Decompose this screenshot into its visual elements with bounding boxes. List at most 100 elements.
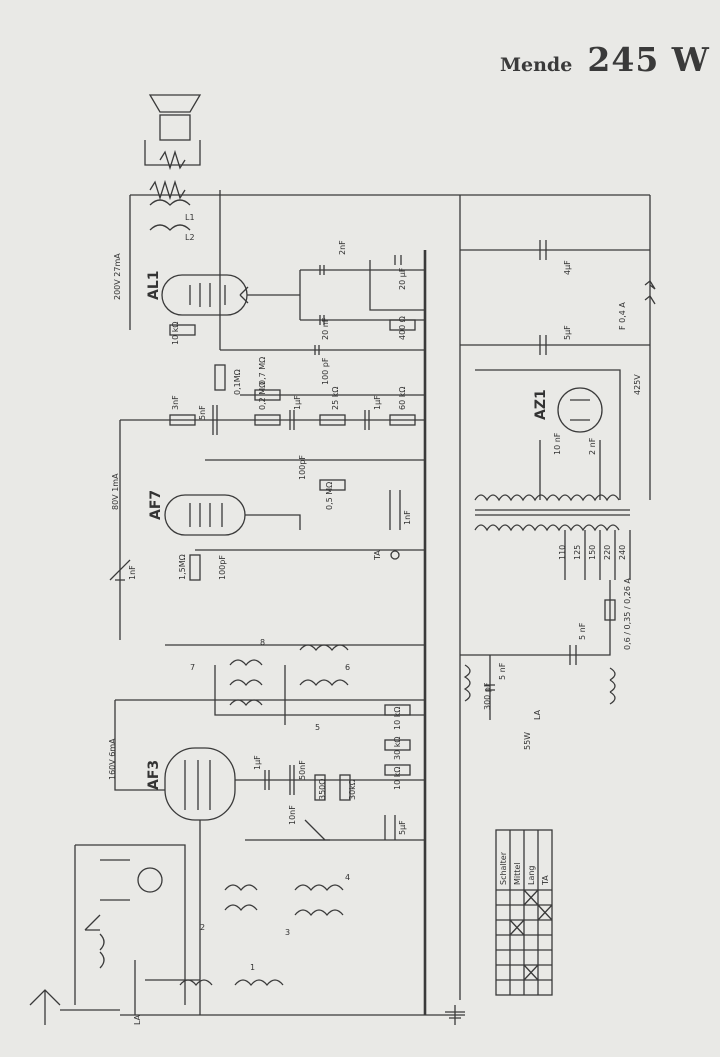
label-ta: TA	[373, 550, 382, 561]
r-05m	[319, 479, 346, 491]
switch-row-ta: TA	[541, 875, 550, 886]
label-c300pf: 300 pF	[483, 682, 492, 710]
tube-af7-label: AF7	[148, 490, 164, 520]
speaker-resistor	[159, 149, 186, 171]
label-r01m: 0,1MΩ	[233, 369, 242, 395]
label-c4uf: 4µF	[563, 260, 572, 275]
transformer-primary	[474, 524, 620, 532]
header: Mende 245 W	[500, 40, 710, 79]
c-5nf-ant	[485, 655, 495, 720]
osc-coil-2	[294, 884, 344, 892]
c-50nf	[289, 765, 295, 795]
coil-1	[299, 644, 349, 652]
af7-output	[245, 514, 301, 530]
tuning-cap-2	[300, 819, 330, 841]
al1-cathode	[239, 286, 249, 304]
coil-4	[229, 679, 263, 687]
ant-feed	[134, 960, 200, 1015]
label-r10k2: 10 kΩ	[393, 707, 402, 730]
label-c5nf3: 5 nF	[498, 662, 507, 680]
osc-coil-1	[224, 884, 258, 892]
r-10k-3	[384, 764, 411, 776]
tap-125: 125	[573, 545, 582, 560]
tap-110: 110	[558, 545, 567, 560]
coil-5	[229, 699, 263, 707]
label-c10nf: 10 nF	[553, 432, 562, 455]
label-c5uf: 5µF	[563, 325, 572, 340]
r-3m	[169, 414, 196, 426]
supply-al1: 200V 27mA	[113, 253, 122, 300]
label-r07m: 0,7 MΩ	[258, 357, 267, 385]
sw-8: 8	[260, 638, 265, 647]
tuning-cap	[109, 559, 131, 581]
label-c5uf2: 5µF	[398, 820, 407, 835]
coil-3	[299, 679, 349, 687]
mains-coil	[609, 667, 616, 705]
label-c1nf2: 1nF	[128, 565, 137, 580]
c-4uf	[460, 240, 650, 260]
az1-legs	[539, 440, 601, 500]
coil-2	[229, 659, 263, 667]
sw-4: 4	[345, 873, 350, 882]
tube-az1	[557, 387, 603, 433]
supply-hv: 425V	[633, 374, 642, 395]
volume-pot	[389, 490, 401, 530]
c-1uf-3	[264, 770, 270, 790]
wave-switch	[137, 867, 163, 893]
sw-5: 5	[315, 723, 320, 732]
tube-al1	[161, 274, 248, 316]
r-350	[314, 774, 326, 801]
label-r10k3: 10 kΩ	[393, 767, 402, 790]
sw-2: 2	[200, 923, 205, 932]
tube-af3-grids	[184, 760, 211, 810]
label-c2nf: 2nF	[338, 240, 347, 255]
transformer-secondary	[474, 494, 620, 502]
r-400	[389, 319, 416, 331]
label-r15m: 1,5MΩ	[178, 554, 187, 580]
label-c20nf: 20 nF	[321, 317, 330, 340]
output-coil	[149, 199, 191, 231]
ta-jack	[390, 550, 400, 560]
ground-symbol	[445, 1005, 465, 1025]
label-c2: 2 nF	[588, 437, 597, 455]
tube-af7-grids	[189, 503, 223, 527]
input-coil	[99, 933, 105, 969]
label-c5nf2: 5 nF	[578, 622, 587, 640]
r-02m	[254, 414, 281, 426]
label-r05m: 0,5 MΩ	[325, 482, 334, 510]
c-100pf	[314, 345, 320, 355]
label-r400: 400 Ω	[398, 316, 407, 340]
sw-7: 7	[190, 663, 195, 672]
sw-6: 6	[345, 663, 350, 672]
model-number: 245 W	[587, 40, 710, 79]
brand-name: Mende	[500, 54, 573, 76]
tube-al1-grids	[189, 283, 226, 307]
label-l2: L2	[185, 233, 195, 242]
r-01m	[214, 364, 226, 391]
label-la2: LA	[133, 1014, 142, 1025]
label-c50nf: 50nF	[298, 760, 307, 780]
speaker-icon	[148, 94, 202, 113]
label-fr: 0,6 / 0,35 / 0,26 A	[623, 578, 632, 650]
label-r350: 350Ω	[318, 779, 327, 800]
speaker-magnet	[159, 114, 191, 141]
label-r60k: 60 kΩ	[398, 387, 407, 410]
label-c100pf3: 100pF	[218, 555, 227, 580]
switch-contacts	[84, 859, 130, 931]
voltage-taps	[564, 530, 631, 580]
if-frames	[214, 665, 425, 725]
label-c10nf2: 10nF	[288, 805, 297, 825]
al1-output	[247, 270, 301, 320]
c-5nf-mains	[460, 580, 611, 665]
supply-af7: 80V 1mA	[111, 473, 120, 510]
c-5nf	[212, 405, 218, 435]
r-07m	[254, 389, 281, 401]
osc-coil-3	[224, 904, 258, 912]
switch-table-marks	[509, 889, 553, 981]
sw-1: 1	[250, 963, 255, 972]
supply-af3: 160V 6mA	[108, 738, 117, 780]
ant-coil-2	[234, 979, 284, 987]
label-l1: L1	[185, 213, 195, 222]
